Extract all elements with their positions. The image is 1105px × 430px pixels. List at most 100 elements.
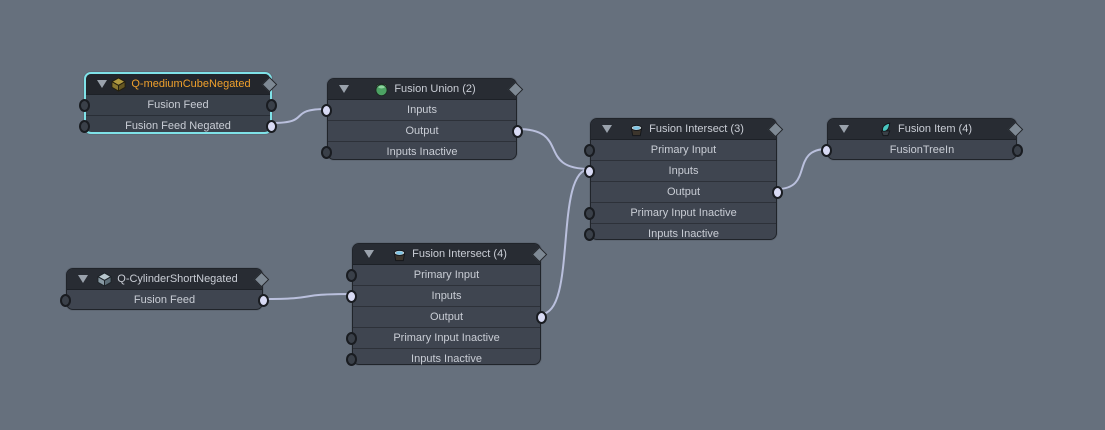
- collapse-triangle-icon[interactable]: [97, 80, 107, 88]
- node-row: Inputs: [584, 160, 776, 181]
- cube-olive-icon: [111, 76, 126, 92]
- title-group: Fusion Intersect (3): [629, 119, 744, 140]
- row-label: Inputs Inactive: [411, 353, 482, 365]
- connection-wire[interactable]: [776, 148, 828, 190]
- collapse-triangle-icon[interactable]: [364, 250, 374, 258]
- input-port[interactable]: [584, 144, 595, 157]
- title-group: Fusion Union (2): [374, 79, 476, 100]
- output-port[interactable]: [536, 311, 547, 324]
- row-label: FusionTreeIn: [889, 144, 955, 156]
- sphere-green-icon: [374, 82, 389, 97]
- header-diamond-icon[interactable]: [253, 271, 270, 288]
- input-port[interactable]: [584, 228, 595, 241]
- node-header[interactable]: Fusion Union (2): [328, 79, 524, 100]
- input-port[interactable]: [321, 146, 332, 159]
- node-row: FusionTreeIn: [821, 140, 1023, 160]
- input-port[interactable]: [79, 120, 90, 133]
- collapse-triangle-icon[interactable]: [339, 85, 349, 93]
- row-label: Fusion Feed Negated: [125, 120, 231, 132]
- node-title: Fusion Item (4): [898, 122, 972, 135]
- row-label: Inputs Inactive: [386, 146, 458, 158]
- input-port[interactable]: [584, 165, 595, 178]
- node-row: Primary Input: [346, 265, 540, 285]
- node-row: Inputs Inactive: [321, 141, 516, 162]
- node-header[interactable]: Q-CylinderShortNegated: [67, 269, 270, 290]
- node-row: Inputs: [321, 100, 516, 120]
- collapse-triangle-icon[interactable]: [602, 125, 612, 133]
- node-fusion-item-4[interactable]: Fusion Item (4) FusionTreeIn: [821, 118, 1024, 160]
- node-title: Fusion Intersect (4): [412, 247, 507, 260]
- row-label: Primary Input Inactive: [393, 332, 500, 344]
- row-label: Primary Input: [413, 269, 480, 281]
- node-title: Q-mediumCubeNegated: [131, 77, 251, 90]
- node-row: Primary Input: [584, 140, 776, 160]
- header-diamond-icon[interactable]: [1007, 121, 1024, 138]
- node-row: Output: [591, 181, 783, 202]
- connection-wire[interactable]: [262, 293, 353, 300]
- node-row: Output: [353, 306, 547, 327]
- header-diamond-icon[interactable]: [261, 76, 278, 93]
- row-label: Primary Input: [650, 144, 717, 156]
- input-port[interactable]: [346, 290, 357, 303]
- node-row: Fusion Feed: [79, 95, 277, 115]
- input-port[interactable]: [60, 294, 71, 307]
- row-label: Fusion Feed: [147, 99, 209, 111]
- node-row: Inputs: [346, 285, 540, 306]
- header-diamond-icon[interactable]: [531, 246, 548, 263]
- node-row: Fusion Feed Negated: [79, 115, 277, 136]
- node-header[interactable]: Fusion Intersect (4): [353, 244, 548, 265]
- input-port[interactable]: [346, 269, 357, 282]
- node-row: Primary Input Inactive: [584, 202, 776, 223]
- row-label: Inputs: [431, 290, 462, 302]
- input-port[interactable]: [321, 104, 332, 117]
- connection-wire[interactable]: [540, 168, 591, 315]
- output-port[interactable]: [772, 186, 783, 199]
- node-row: Fusion Feed: [60, 290, 269, 310]
- node-header[interactable]: Fusion Item (4): [828, 119, 1024, 140]
- input-port[interactable]: [584, 207, 595, 220]
- input-port[interactable]: [821, 144, 832, 157]
- node-header[interactable]: Q-mediumCubeNegated: [86, 74, 278, 95]
- cube-gray-icon: [97, 271, 112, 287]
- input-port[interactable]: [346, 353, 357, 366]
- input-port[interactable]: [346, 332, 357, 345]
- node-row: Output: [328, 120, 523, 141]
- row-label: Output: [405, 125, 439, 137]
- output-port[interactable]: [258, 294, 269, 307]
- node-title: Q-CylinderShortNegated: [117, 272, 238, 285]
- header-diamond-icon[interactable]: [507, 81, 524, 98]
- connection-wire[interactable]: [271, 108, 328, 124]
- row-label: Inputs: [668, 165, 699, 177]
- collapse-triangle-icon[interactable]: [839, 125, 849, 133]
- row-label: Inputs: [407, 104, 437, 116]
- title-group: Fusion Intersect (4): [392, 244, 507, 265]
- node-header[interactable]: Fusion Intersect (3): [591, 119, 784, 140]
- connection-wire[interactable]: [516, 128, 591, 170]
- output-port[interactable]: [266, 120, 277, 133]
- row-label: Inputs Inactive: [648, 228, 719, 240]
- header-diamond-icon[interactable]: [767, 121, 784, 138]
- row-label: Output: [666, 186, 701, 198]
- title-group: Q-mediumCubeNegated: [111, 74, 251, 95]
- output-port[interactable]: [1012, 144, 1023, 157]
- node-row: Primary Input Inactive: [346, 327, 540, 348]
- row-label: Output: [429, 311, 464, 323]
- cylinder-blue-icon: [392, 247, 407, 262]
- output-port[interactable]: [266, 99, 277, 112]
- title-group: Fusion Item (4): [878, 119, 972, 140]
- input-port[interactable]: [79, 99, 90, 112]
- output-port[interactable]: [512, 125, 523, 138]
- cylinder-blue-icon: [629, 122, 644, 137]
- node-title: Fusion Intersect (3): [649, 122, 744, 135]
- fusion-teal-icon: [878, 122, 893, 137]
- collapse-triangle-icon[interactable]: [78, 275, 88, 283]
- node-title: Fusion Union (2): [394, 82, 476, 95]
- node-row: Inputs Inactive: [346, 348, 540, 369]
- title-group: Q-CylinderShortNegated: [97, 269, 238, 290]
